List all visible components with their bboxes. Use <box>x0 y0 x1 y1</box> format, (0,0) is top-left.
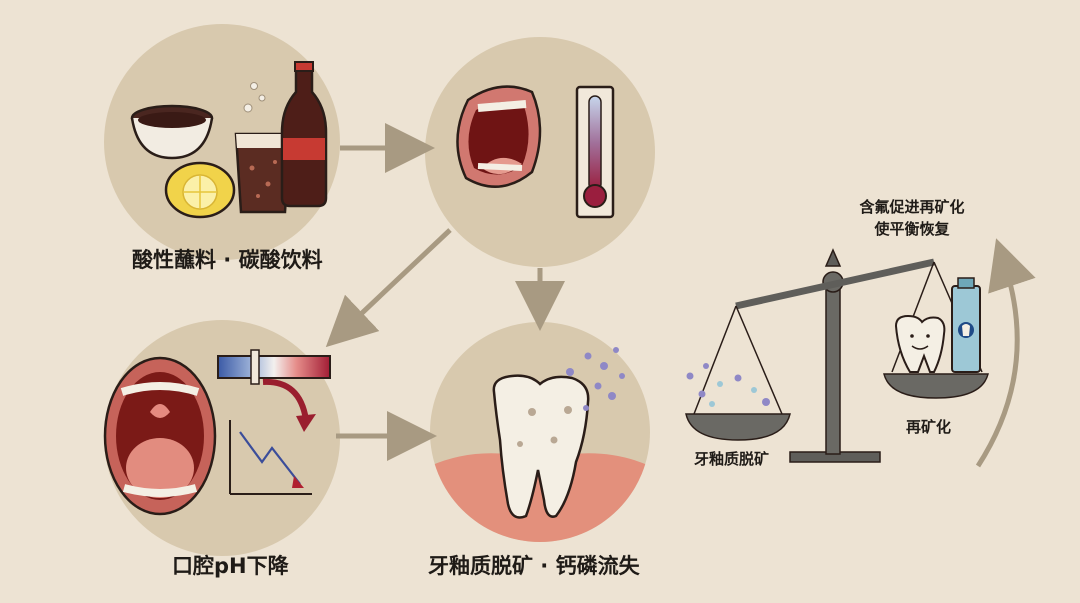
fluoride-note-line-2: 使平衡恢复 <box>874 220 950 238</box>
demineralization-label: 牙釉质脱矿 · 钙磷流失 <box>428 554 640 578</box>
eroded-tooth-icon <box>492 374 590 519</box>
flow-arrows <box>325 123 565 461</box>
ph-drop-label: 口腔pH下降 <box>172 554 289 578</box>
balance-scale-icon <box>685 248 989 463</box>
soda-glass-icon <box>234 82 292 214</box>
fluoride-note: 含氟促进再矿化 使平衡恢复 <box>842 196 982 240</box>
thermometer-icon <box>575 85 615 219</box>
scale-pillar <box>825 281 841 455</box>
scale-beam <box>735 258 935 310</box>
fluoride-note-line-1: 含氟促进再矿化 <box>859 198 965 216</box>
lemon-icon <box>164 161 236 219</box>
toothpaste-tube-icon <box>951 277 981 373</box>
balance-left-label: 牙釉质脱矿 <box>694 450 770 468</box>
sauce-bowl-icon <box>130 104 214 160</box>
smiling-tooth-icon <box>894 314 946 373</box>
cola-bottle-icon <box>280 61 328 208</box>
recovery-curved-arrow <box>975 238 1036 468</box>
falling-line-chart-icon <box>229 420 312 495</box>
right-pan <box>883 373 989 399</box>
balance-right-label: 再矿化 <box>906 418 952 436</box>
open-mouth-icon <box>456 85 542 188</box>
left-pan <box>685 413 791 441</box>
ph-drop-node <box>103 320 340 556</box>
mineral-particles <box>566 347 625 411</box>
ph-scale-icon <box>217 349 331 432</box>
arrow-diagonal <box>325 228 452 348</box>
demineralization-node <box>430 322 650 542</box>
wide-open-mouth-icon <box>103 356 217 516</box>
acidic-food-node <box>104 24 340 260</box>
acidic-food-label: 酸性蘸料 · 碳酸饮料 <box>132 248 323 272</box>
mineral-particles-left <box>686 363 770 407</box>
mouth-temperature-node <box>425 37 655 267</box>
